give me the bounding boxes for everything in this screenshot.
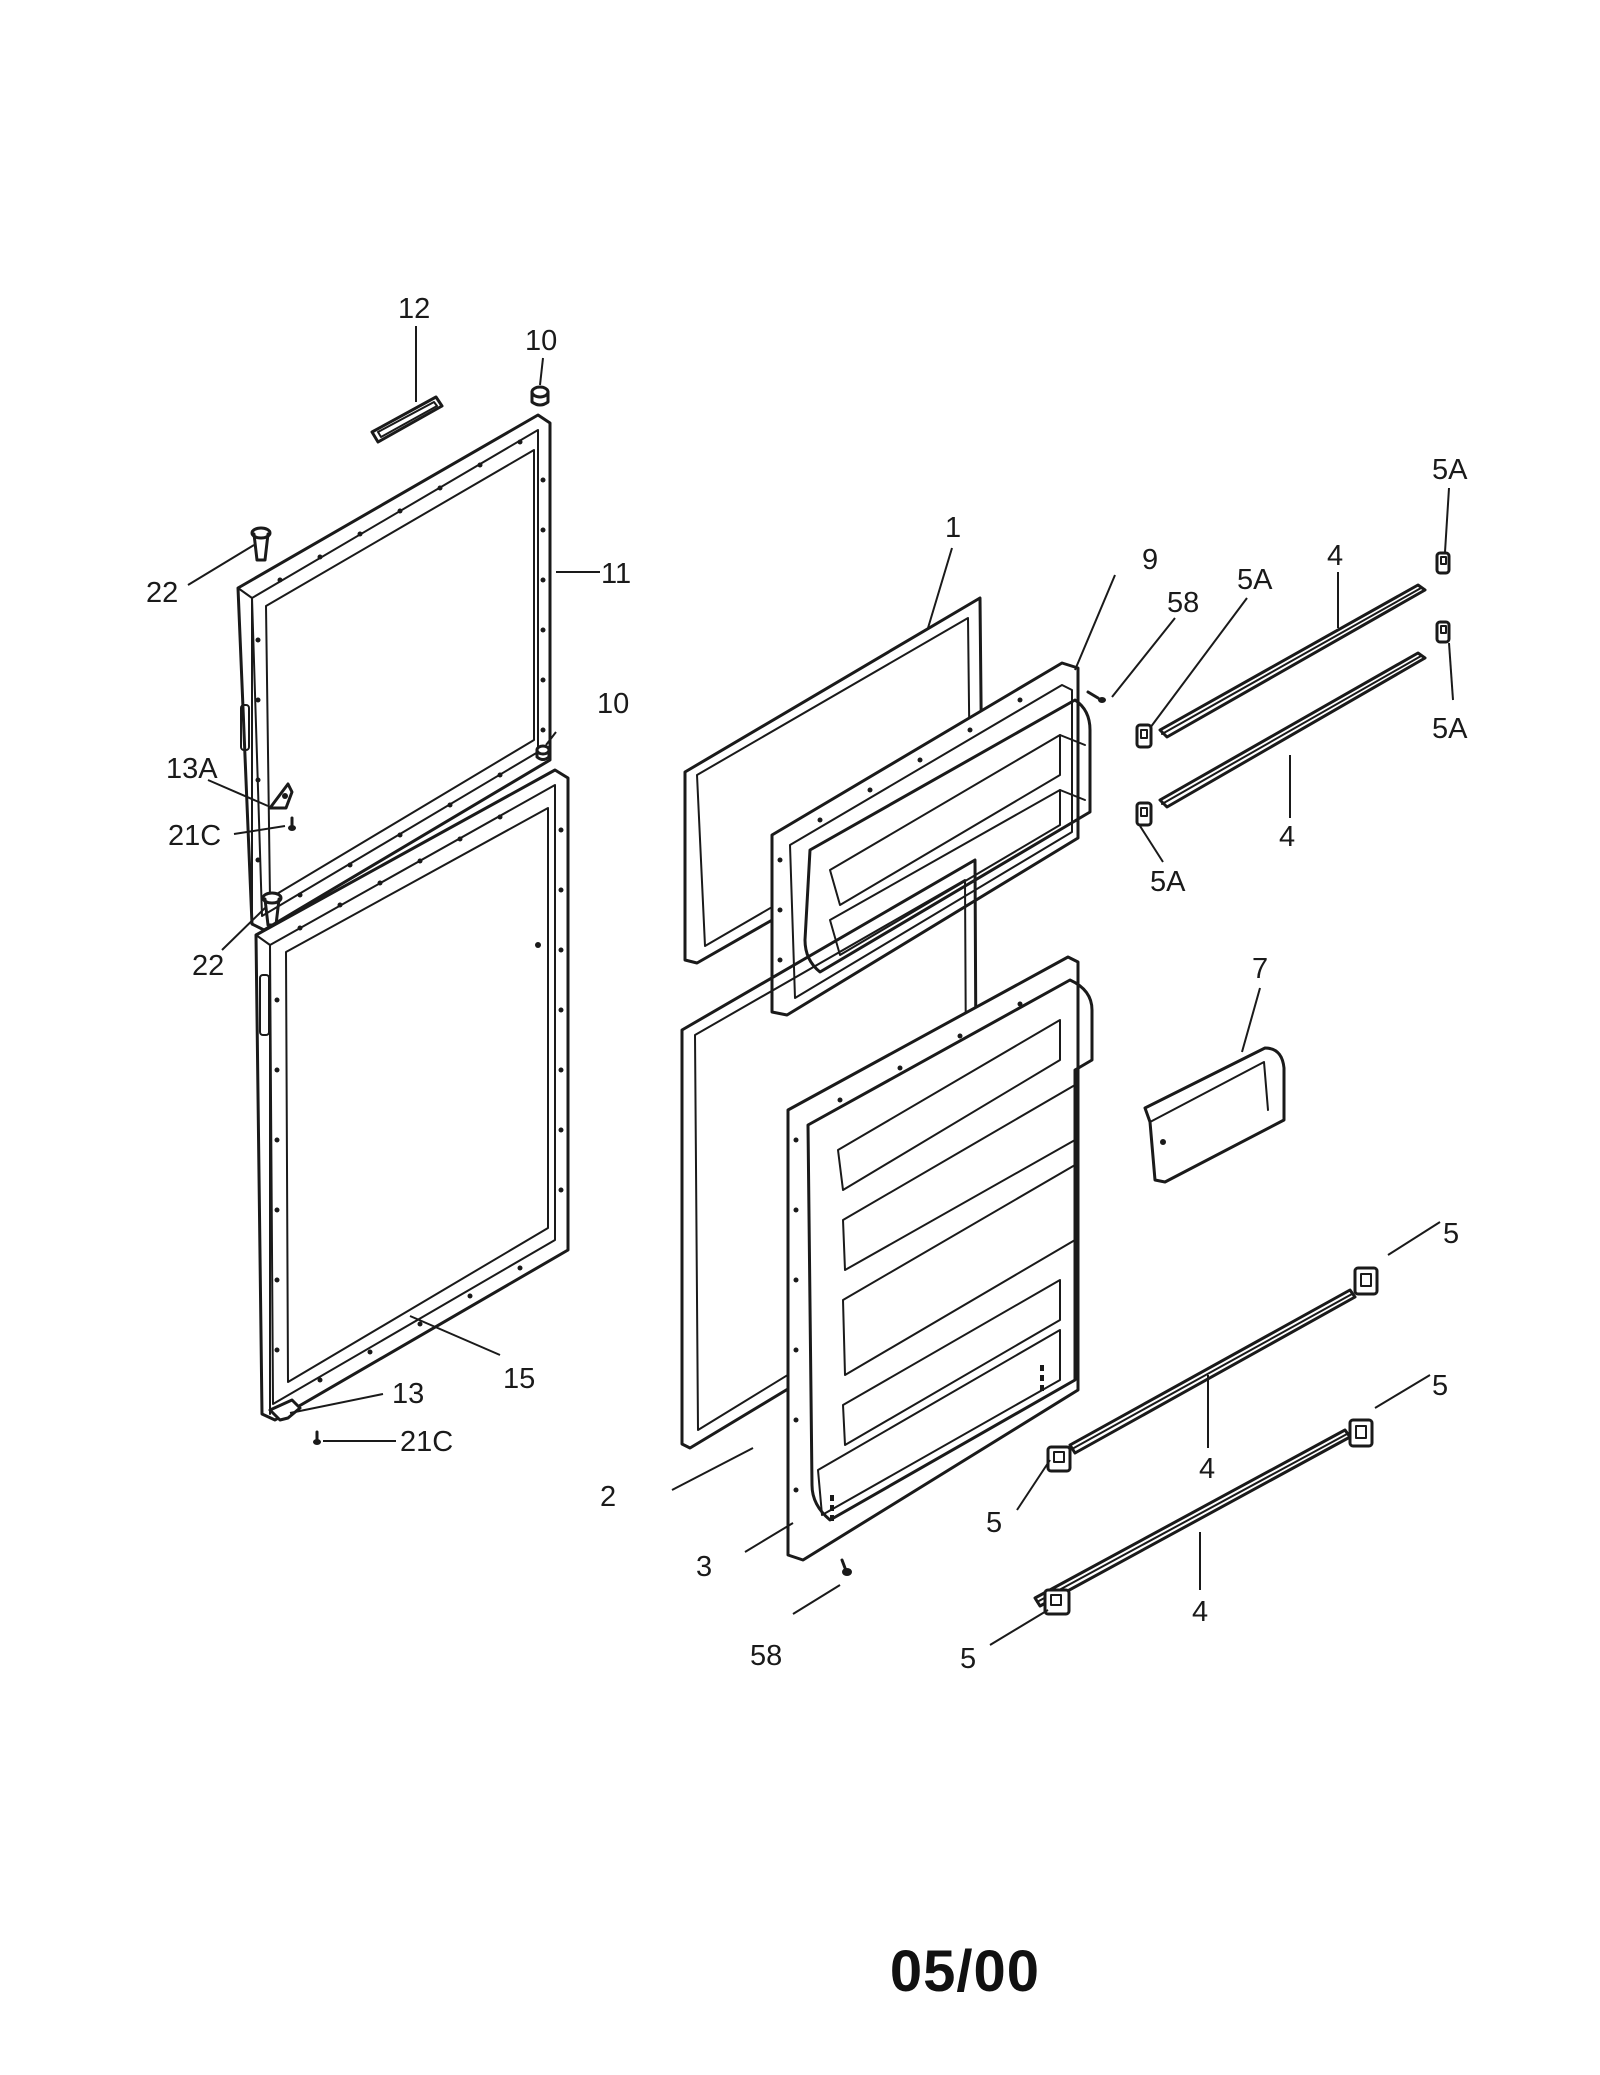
screw-21C-bottom: [313, 1430, 321, 1445]
rail-end-cap-5-a: [1353, 1266, 1379, 1296]
callout-10: 10: [597, 688, 629, 720]
screw-21C-top: [288, 816, 296, 831]
callout-5: 5: [1443, 1218, 1459, 1250]
callout-5A: 5A: [1432, 713, 1468, 745]
rail-end-cap-5A-a: [1135, 723, 1153, 749]
callout-9: 9: [1142, 544, 1158, 576]
shelf-rail-fresh-lower: [1033, 1428, 1352, 1608]
fresh-food-door-outer-panel: [254, 768, 570, 1422]
callout-2: 2: [600, 1481, 616, 1513]
callout-5A: 5A: [1432, 454, 1468, 486]
callout-13: 13: [392, 1378, 424, 1410]
callout-5A: 5A: [1150, 866, 1186, 898]
screw-58-bottom: [840, 1558, 852, 1576]
freezer-door-outer-panel: [236, 413, 552, 932]
rail-end-cap-5-d: [1043, 1588, 1071, 1616]
callout-4: 4: [1327, 540, 1343, 572]
callout-5: 5: [960, 1643, 976, 1675]
callout-4: 4: [1192, 1596, 1208, 1628]
shelf-rail-fresh-upper: [1068, 1288, 1357, 1455]
dairy-door: [1143, 1046, 1286, 1184]
callout-22: 22: [192, 950, 224, 982]
callout-21C: 21C: [168, 820, 221, 852]
callout-5: 5: [1432, 1370, 1448, 1402]
callout-10: 10: [525, 325, 557, 357]
callout-58: 58: [1167, 587, 1199, 619]
shelf-rail-freezer-upper: [1158, 583, 1427, 739]
callout-1: 1: [945, 512, 961, 544]
hinge-bracket-13A: [268, 782, 294, 810]
callout-5: 5: [986, 1507, 1002, 1539]
callout-5A: 5A: [1237, 564, 1273, 596]
rail-end-cap-5A-b: [1435, 551, 1451, 575]
rail-end-cap-5A-c: [1435, 620, 1451, 644]
callout-4: 4: [1279, 821, 1295, 853]
fresh-food-door-liner: [786, 955, 1094, 1562]
callout-22: 22: [146, 577, 178, 609]
callout-13A: 13A: [166, 753, 218, 785]
callout-7: 7: [1252, 953, 1268, 985]
revision-date-code: 05/00: [889, 1939, 1041, 2004]
callout-58: 58: [750, 1640, 782, 1672]
callout-3: 3: [696, 1551, 712, 1583]
callout-11: 11: [601, 558, 631, 590]
callout-12: 12: [398, 293, 430, 325]
callout-21C: 21C: [400, 1426, 453, 1458]
nameplate: [370, 395, 444, 444]
shelf-rail-freezer-lower: [1158, 651, 1427, 809]
rail-end-cap-5-b: [1046, 1445, 1072, 1473]
leader-lines: [187, 326, 1454, 1646]
freezer-door-liner: [770, 661, 1092, 1017]
rail-end-cap-5-c: [1348, 1418, 1374, 1448]
callout-4: 4: [1199, 1453, 1215, 1485]
hinge-pin-bushing-top: [530, 385, 550, 407]
callout-15: 15: [503, 1363, 535, 1395]
screw-58-top: [1086, 690, 1106, 703]
rail-end-cap-5A-d: [1135, 801, 1153, 827]
hinge-pin-bushing-middle: [535, 744, 551, 761]
callout-labels: 12 10 22 11 13A 21C 10 22 15 13 21C 1 9 …: [146, 293, 1468, 1675]
door-stop-plug-top: [250, 526, 272, 562]
